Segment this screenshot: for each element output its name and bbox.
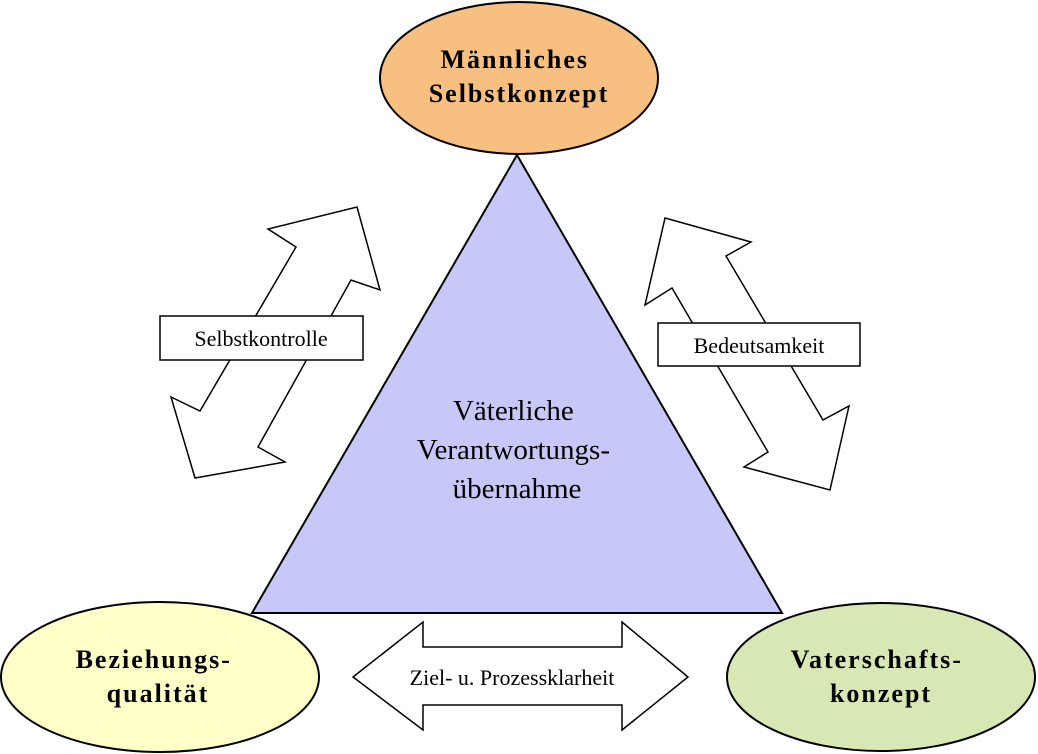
node-left-line1: Beziehungs- — [76, 645, 232, 674]
center-label: Väterliche Verantwortungs- übernahme — [417, 395, 618, 505]
node-top-label: Männliches Selbstkonzept — [429, 45, 610, 108]
node-vaterschaftskonzept — [726, 602, 1036, 752]
node-beziehungsqualitaet — [0, 601, 320, 753]
arrow-label-selbstkontrolle: Selbstkontrolle — [194, 326, 327, 351]
node-right-line2: konzept — [830, 679, 932, 708]
label-box-bedeutsamkeit — [657, 322, 861, 367]
node-right-label: Vaterschafts- konzept — [791, 645, 972, 708]
center-triangle — [250, 153, 784, 614]
arrow-label-bedeutsamkeit: Bedeutsamkeit — [694, 333, 825, 358]
label-box-selbstkontrolle — [159, 315, 364, 361]
node-left-label: Beziehungs- qualität — [76, 645, 241, 708]
double-arrow-bottom-icon — [351, 620, 690, 732]
node-top-line1: Männliches — [440, 45, 589, 74]
center-label-line2: Verantwortungs- — [417, 434, 610, 466]
node-left-line2: qualität — [107, 679, 210, 708]
node-right-line1: Vaterschafts- — [791, 645, 963, 674]
node-top-line2: Selbstkonzept — [429, 79, 610, 108]
arrow-label-ziel-prozessklarheit: Ziel- u. Prozessklarheit — [410, 665, 615, 690]
node-maennliches-selbstkonzept — [379, 1, 659, 155]
center-label-line3: übernahme — [453, 473, 582, 505]
center-label-line1: Väterliche — [453, 395, 574, 427]
